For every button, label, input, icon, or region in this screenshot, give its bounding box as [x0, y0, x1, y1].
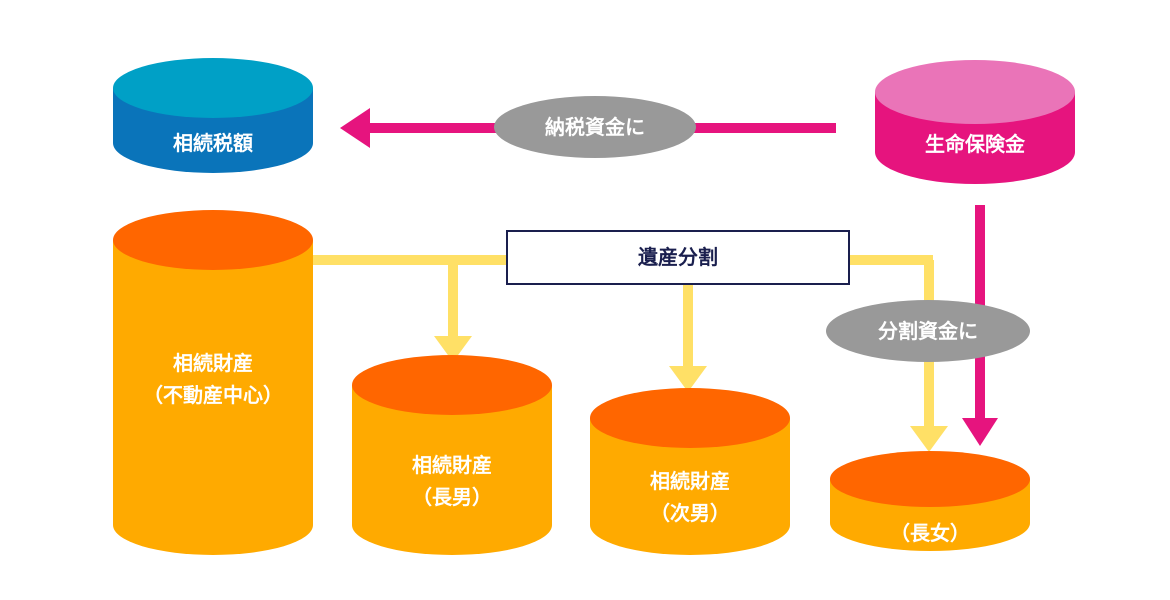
second-son-line2: （次男）: [650, 501, 730, 525]
arrow-insurance-to-daughter: [962, 418, 998, 446]
cylinder-second-son: 相続財産 （次男）: [590, 388, 790, 555]
cylinder-tax-amount: 相続税額: [113, 58, 313, 173]
tax-funds-bubble: 納税資金に: [494, 96, 696, 158]
division-box: 遺産分割: [506, 230, 850, 285]
split-funds-label: 分割資金に: [878, 319, 978, 343]
eldest-daughter-label: （長女）: [890, 521, 970, 545]
eldest-son-line2: （長男）: [412, 485, 492, 509]
estate-main-line2: （不動産中心）: [143, 383, 283, 407]
cylinder-eldest-daughter: （長女）: [830, 451, 1030, 551]
arrow-to-eldest-daughter: [910, 426, 948, 452]
eldest-son-line1: 相続財産: [412, 453, 492, 477]
division-label: 遺産分割: [638, 245, 718, 269]
cylinder-estate-main: 相続財産 （不動産中心）: [113, 210, 313, 555]
arrow-to-tax-amount: [340, 108, 370, 148]
tax-funds-label: 納税資金に: [545, 115, 645, 139]
cylinder-eldest-son: 相続財産 （長男）: [352, 355, 552, 555]
tax-amount-label: 相続税額: [173, 131, 253, 155]
life-insurance-label: 生命保険金: [925, 132, 1026, 156]
estate-main-line1: 相続財産: [173, 351, 253, 375]
split-funds-bubble: 分割資金に: [826, 300, 1030, 362]
cylinder-life-insurance: 生命保険金: [875, 60, 1075, 184]
arrow-to-second-son: [669, 366, 707, 392]
arrow-to-eldest-son: [434, 336, 472, 362]
second-son-line1: 相続財産: [650, 469, 730, 493]
